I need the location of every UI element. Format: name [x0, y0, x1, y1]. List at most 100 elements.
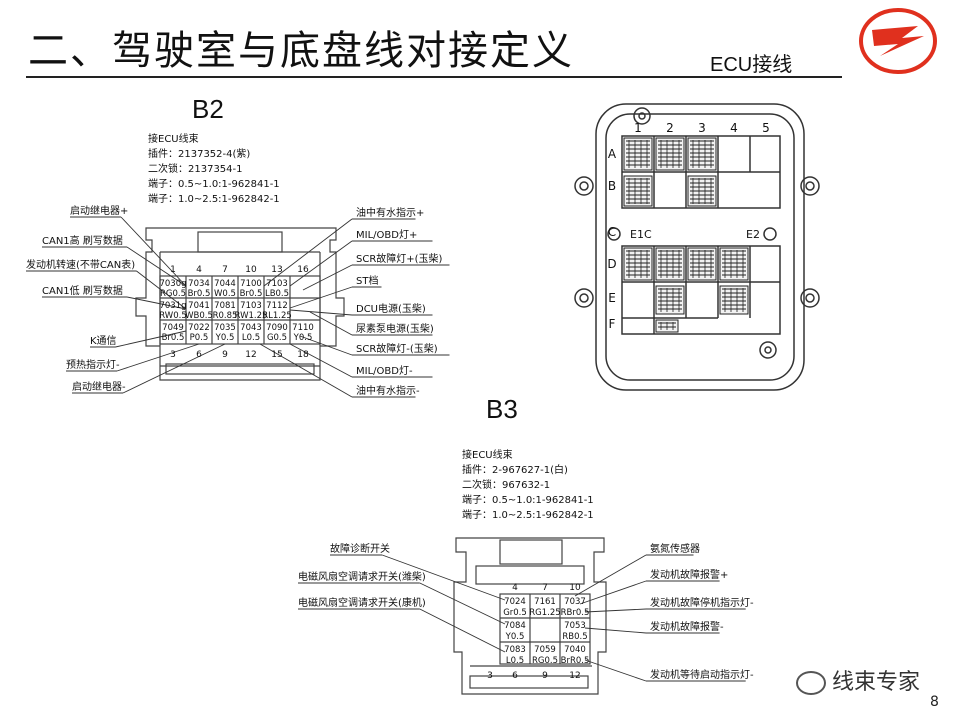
b3-cell-wire: RB0.5 — [562, 632, 587, 642]
b2-cell-circuit: 7035 — [214, 323, 236, 333]
b3-right-label: 发动机故障停机指示灯- — [650, 596, 754, 609]
b2-bottom-pin-number: 9 — [222, 350, 228, 360]
ecu-pin-field — [623, 137, 749, 333]
b2-cell-circuit: 7044 — [214, 279, 236, 289]
ecu-row-letter: D — [607, 257, 616, 271]
b3-right-leader — [584, 659, 647, 682]
b3-spec-line: 接ECU线束 — [462, 448, 513, 461]
b2-cell-wire: RG0.5 — [160, 289, 186, 299]
title-underline — [26, 76, 842, 78]
ecu-column-number: 4 — [730, 121, 738, 135]
b3-top-pin-number: 7 — [542, 583, 548, 593]
b3-connector-drawing — [453, 537, 607, 695]
b2-cell-wire: RL1.25 — [262, 311, 292, 321]
b3-top-pin-number: 4 — [512, 583, 518, 593]
b2-cell-circuit: 7100 — [240, 279, 262, 289]
b2-right-leader — [299, 335, 353, 356]
b2-right-label: MIL/OBD灯+ — [356, 229, 417, 241]
ecu-pin-cavity — [687, 137, 717, 171]
b2-left-leader — [120, 216, 187, 287]
b2-left-label: 启动继电器+ — [70, 204, 128, 217]
b2-cell-wire: G0.5 — [267, 333, 287, 343]
b2-left-leader — [116, 343, 200, 372]
b3-bottom-pin-number: 6 — [512, 671, 518, 681]
b2-cell-wire: WB0.5 — [185, 311, 213, 321]
b2-left-label: 发动机转速(不带CAN表) — [26, 258, 135, 271]
b3-cell-circuit: 7161 — [534, 597, 556, 607]
b3-right-label: 发动机故障报警- — [650, 620, 724, 633]
b2-top-pin-number: 4 — [196, 265, 202, 275]
ecu-column-number: 2 — [666, 121, 674, 135]
b2-cell-wire: Y0.5 — [293, 333, 313, 343]
b2-cell-circuit: 7041 — [188, 301, 210, 311]
ecu-pin-cavity — [719, 247, 749, 281]
b2-cell-wire: W0.5 — [214, 289, 236, 299]
b3-cell-wire: L0.5 — [506, 656, 524, 666]
b2-cell-circuit: 7112 — [266, 301, 288, 311]
b2-spec-line: 插件：2137352-4(紫) — [148, 147, 250, 160]
b2-cell-wire: RW0.5 — [159, 311, 186, 321]
b2-cell-circuit: 7081 — [214, 301, 236, 311]
b3-cell-wire: BrR0.5 — [561, 656, 590, 666]
b3-left-label: 电磁风扇空调请求开关(潍柴) — [298, 570, 426, 583]
b2-connector-label: B2 — [192, 94, 224, 124]
b2-cell-circuit: 7090 — [266, 323, 288, 333]
b2-right-label: SCR故障灯+(玉柴) — [356, 252, 443, 265]
b2-bottom-pin-number: 3 — [170, 350, 176, 360]
b2-left-label: CAN1低 刷写数据 — [42, 284, 123, 297]
b2-cell-wire: P0.5 — [190, 333, 209, 343]
b2-cell-circuit: 7022 — [188, 323, 210, 333]
ecu-row-letter: B — [608, 179, 616, 193]
ecu-pin-cavity — [687, 175, 717, 207]
b3-left-label: 故障诊断开关 — [330, 542, 390, 555]
b2-cell-wire: R0.85 — [213, 311, 238, 321]
b3-cell-wire: RBr0.5 — [561, 608, 590, 618]
ecu-row-letter: F — [609, 317, 616, 331]
ecu-pin-cavity — [655, 247, 685, 281]
b2-left-label: K通信 — [90, 335, 117, 347]
ecu-row-letter: A — [608, 147, 617, 161]
ecu-pin-cavity — [655, 285, 685, 315]
b2-cell-circuit: 7043 — [240, 323, 262, 333]
b2-right-leader — [289, 240, 353, 287]
b3-cell-circuit: 7053 — [564, 621, 586, 631]
ecu-housing-drawing — [574, 103, 820, 391]
b3-cell-circuit: 7040 — [564, 645, 586, 655]
b2-top-pin-number: 10 — [245, 265, 257, 275]
b2-cell-wire: Br0.5 — [188, 289, 211, 299]
b3-left-label: 电磁风扇空调请求开关(康机) — [298, 596, 426, 609]
b2-cell-circuit: 7030g — [159, 279, 186, 289]
b3-right-label: 发动机故障报警+ — [650, 568, 728, 581]
company-logo-icon — [859, 8, 937, 74]
b3-cell-wire: RG0.5 — [532, 656, 558, 666]
b2-right-leader — [289, 309, 353, 316]
ecu-column-number: 1 — [634, 121, 642, 135]
b2-right-leader — [289, 286, 353, 309]
b3-right-leader — [584, 608, 647, 613]
brand-text: 线束专家 — [832, 670, 921, 695]
b2-left-label: 启动继电器- — [72, 380, 126, 393]
b2-cell-circuit: 7031g — [159, 301, 186, 311]
b2-right-label: MIL/OBD灯- — [356, 365, 413, 377]
b3-bottom-pin-number: 9 — [542, 671, 548, 681]
b2-cell-wire: Y0.5 — [215, 333, 235, 343]
b3-bottom-pin-number: 3 — [487, 671, 493, 681]
ecu-pin-cavity — [655, 319, 679, 333]
b2-left-leader — [126, 296, 187, 310]
b2-spec-line: 端子：0.5~1.0:1-962841-1 — [148, 177, 280, 190]
ecu-column-number: 5 — [762, 121, 770, 135]
b2-bottom-pin-number: 6 — [196, 350, 202, 360]
b2-cell-circuit: 7049 — [162, 323, 184, 333]
b2-right-label: 油中有水指示- — [356, 384, 420, 397]
ecu-pin-cavity — [623, 137, 653, 171]
b2-left-label: 预热指示灯- — [66, 358, 120, 371]
b2-right-label: ST档 — [356, 274, 378, 287]
ecu-ground-left-label: E1C — [630, 228, 652, 241]
b3-top-pin-number: 10 — [569, 583, 581, 593]
wechat-icon — [796, 671, 826, 695]
b2-left-leader — [115, 330, 187, 348]
b3-spec-line: 端子：1.0~2.5:1-962842-1 — [462, 508, 594, 521]
page-title: 二、驾驶室与底盘线对接定义 — [28, 28, 574, 74]
b2-right-leader — [309, 311, 353, 336]
